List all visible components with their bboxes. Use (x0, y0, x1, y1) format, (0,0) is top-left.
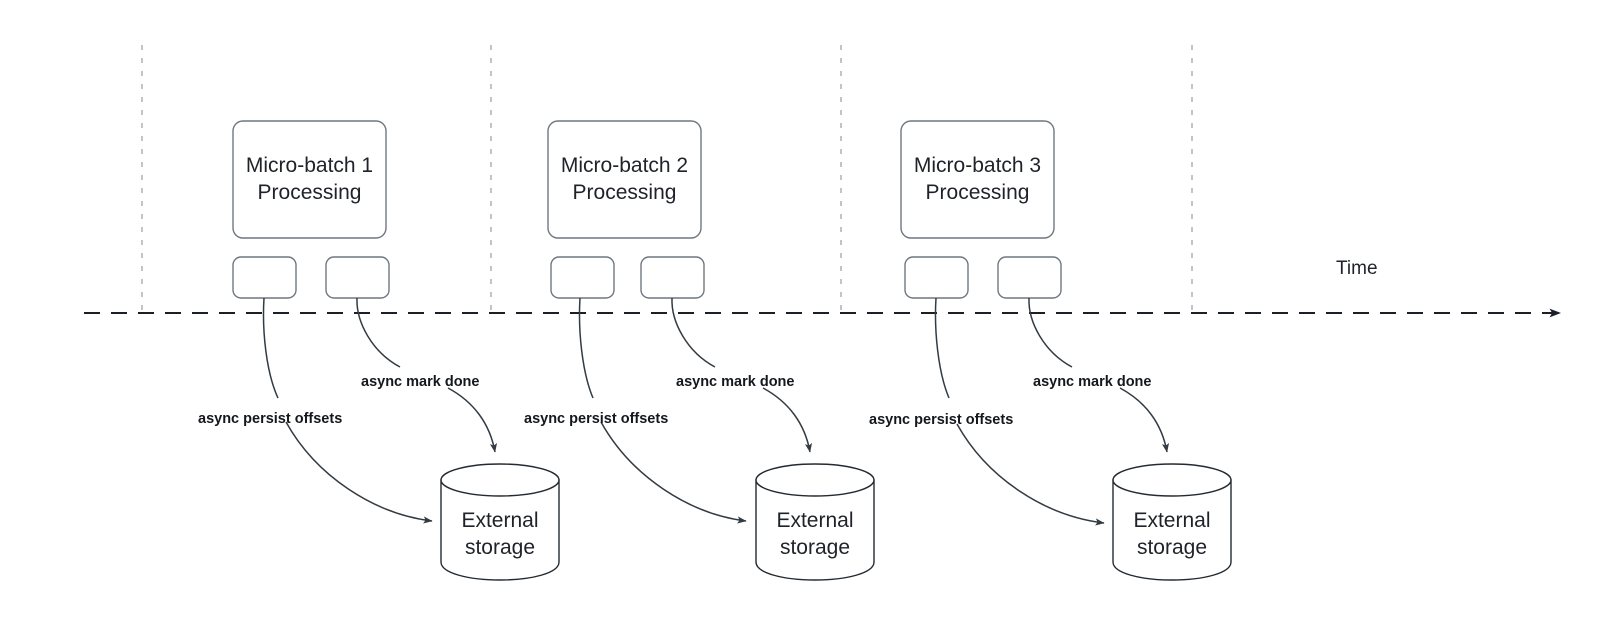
group-1: Micro-batch 1 Processing async persist o… (198, 120, 560, 581)
edge-mark-done-2-upper (671, 297, 716, 368)
edge-mark-done-1-lower (447, 387, 498, 453)
microbatch-1-task-markdone-box[interactable] (325, 256, 390, 299)
microbatch-1-box[interactable] (232, 120, 387, 239)
external-storage-2[interactable]: External storage (755, 463, 875, 581)
edge-persist-offsets-1-upper (262, 297, 279, 399)
external-storage-2-label-line2: storage (780, 536, 850, 559)
edge-label-mark-done-3: async mark done (1033, 374, 1151, 390)
time-axis: Time (84, 258, 1561, 318)
external-storage-1-top (440, 463, 560, 497)
microbatch-1-label-line1: Micro-batch 1 (246, 154, 373, 177)
microbatch-1-task-persist-box[interactable] (232, 256, 297, 299)
external-storage-2-top (755, 463, 875, 497)
microbatch-3-box[interactable] (900, 120, 1055, 239)
edge-mark-done-3-upper (1028, 297, 1073, 368)
external-storage-1-label-line1: External (461, 509, 538, 532)
microbatch-1-label-line2: Processing (258, 181, 362, 204)
external-storage-1-body (440, 479, 560, 581)
edge-persist-offsets-3-lower (956, 423, 1105, 526)
group-2: Micro-batch 2 Processing async persist o… (524, 120, 875, 581)
group-3: Micro-batch 3 Processing async persist o… (869, 120, 1232, 581)
microbatch-2-label-line2: Processing (573, 181, 677, 204)
microbatch-2-task-persist-box[interactable] (550, 256, 615, 299)
external-storage-3-top (1112, 463, 1232, 497)
external-storage-3-label-line2: storage (1137, 536, 1207, 559)
edge-persist-offsets-3-upper (934, 297, 950, 399)
edge-mark-done-1-upper (356, 297, 401, 368)
external-storage-3-body (1112, 479, 1232, 581)
microbatch-2-label-line1: Micro-batch 2 (561, 154, 688, 177)
microbatch-3-label-line2: Processing (926, 181, 1030, 204)
microbatch-3-label-line1: Micro-batch 3 (914, 154, 1041, 177)
edge-label-persist-offsets-1: async persist offsets (198, 411, 342, 427)
microbatch-3-task-markdone-box[interactable] (997, 256, 1062, 299)
edge-mark-done-3-lower (1119, 387, 1170, 453)
external-storage-2-body (755, 479, 875, 581)
timeline-guides (141, 45, 1193, 314)
external-storage-1[interactable]: External storage (440, 463, 560, 581)
edge-label-persist-offsets-2: async persist offsets (524, 411, 668, 427)
edge-persist-offsets-2-upper (578, 297, 594, 399)
external-storage-3-label-line1: External (1133, 509, 1210, 532)
external-storage-3[interactable]: External storage (1112, 463, 1232, 581)
external-storage-2-label-line1: External (776, 509, 853, 532)
microbatch-2-task-markdone-box[interactable] (640, 256, 705, 299)
edge-label-persist-offsets-3: async persist offsets (869, 412, 1013, 428)
external-storage-1-label-line2: storage (465, 536, 535, 559)
microbatch-2-box[interactable] (547, 120, 702, 239)
edge-label-mark-done-1: async mark done (361, 374, 479, 390)
microbatch-3-task-persist-box[interactable] (904, 256, 969, 299)
edge-persist-offsets-1-lower (285, 421, 433, 524)
edge-mark-done-2-lower (762, 387, 813, 453)
edge-persist-offsets-2-lower (600, 421, 747, 524)
time-axis-label: Time (1336, 258, 1378, 279)
edge-label-mark-done-2: async mark done (676, 374, 794, 390)
